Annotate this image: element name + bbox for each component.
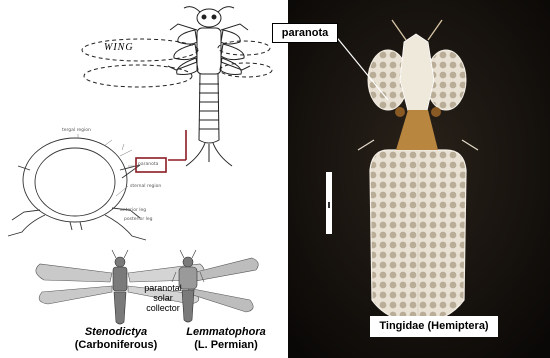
photo-caption: Tingidae (Hemiptera) <box>370 316 498 337</box>
lemmatophora-period: (L. Permian) <box>166 339 286 352</box>
paranota-label: paranota <box>272 23 338 43</box>
stenodictya-period: (Carboniferous) <box>60 339 172 352</box>
diagram-panel: WING tergal region par <box>0 0 288 358</box>
lace-bug-illustration <box>288 0 550 358</box>
stenodictya-genus: Stenodictya <box>60 326 172 339</box>
lemmatophora-genus: Lemmatophora <box>166 326 286 339</box>
paranotal-collector-annotation: paranotal solar collector <box>140 283 186 313</box>
stenodictya-caption: Stenodictya (Carboniferous) <box>60 326 172 352</box>
lemmatophora-caption: Lemmatophora (L. Permian) <box>166 326 286 352</box>
lace-bug-photo: paranota Tingidae (Hemiptera) <box>288 0 550 358</box>
